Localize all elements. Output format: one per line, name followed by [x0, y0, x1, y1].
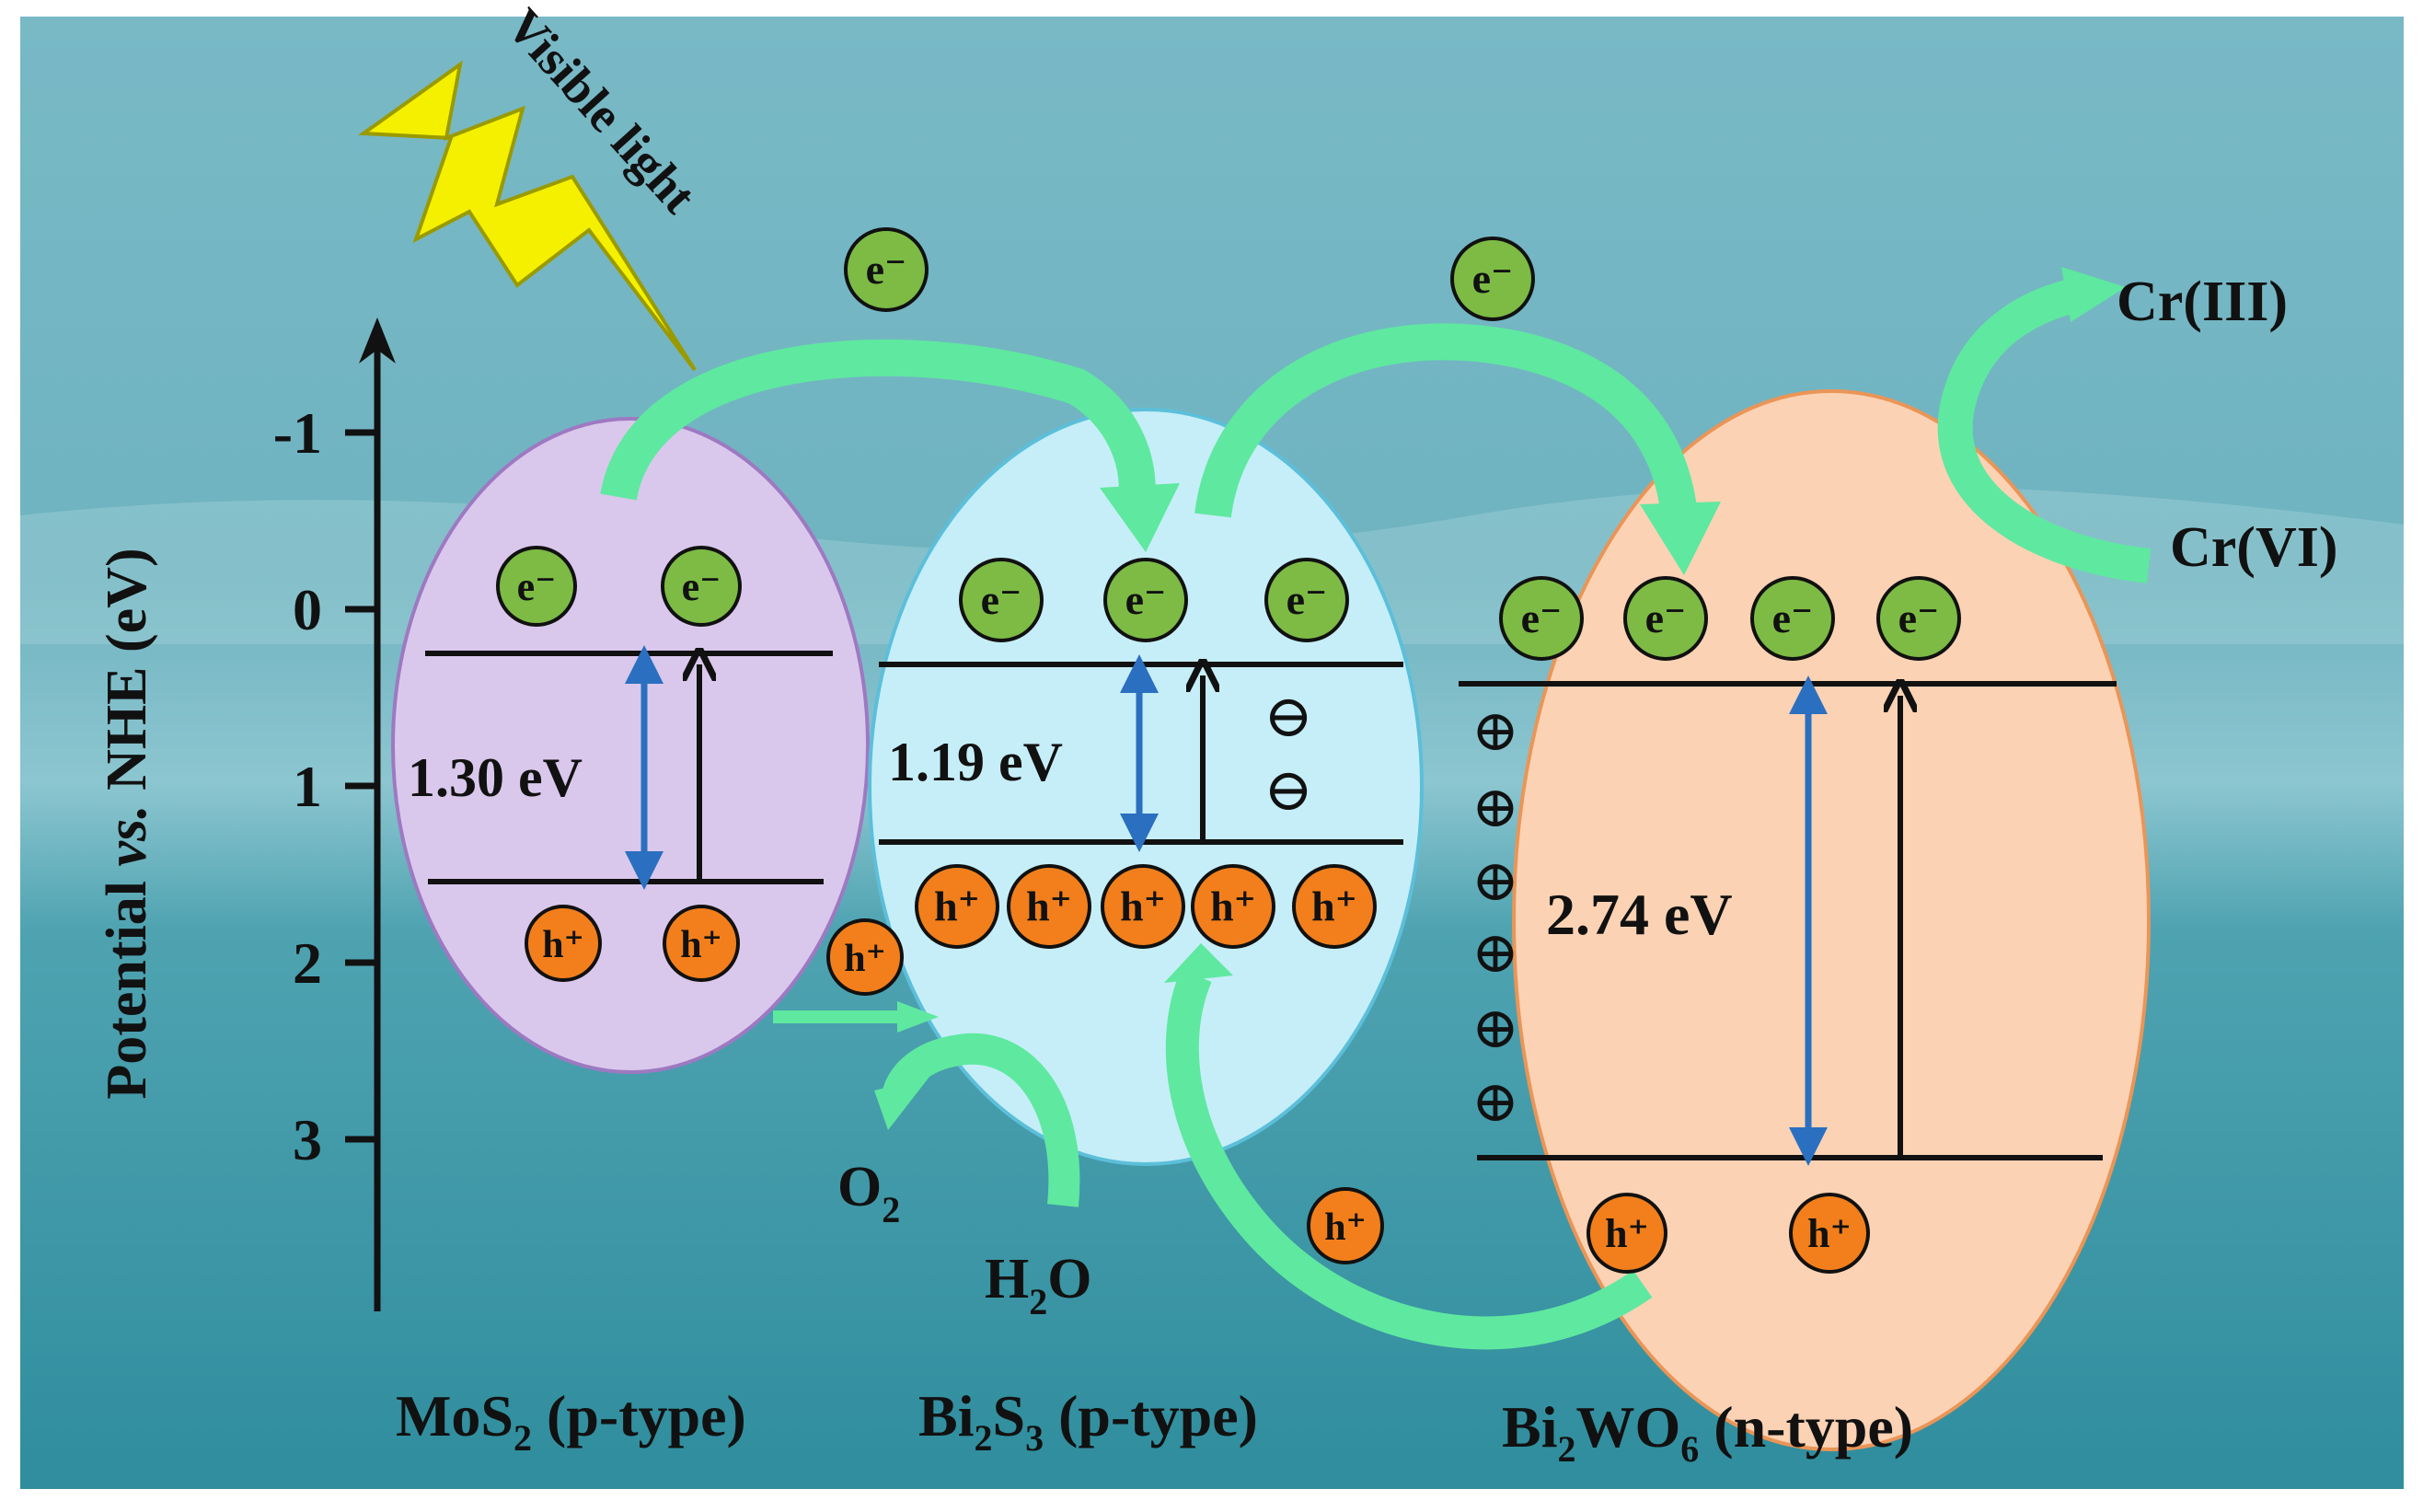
- h2o-label: H2O: [985, 1248, 1091, 1322]
- water-to-oxygen-arrow: [882, 1033, 1080, 1207]
- mos2-name: MoS2 (p-type): [396, 1383, 746, 1459]
- svg-text:e⁻: e⁻: [1772, 594, 1814, 641]
- semiconductor-labels: MoS2 (p-type) Bi2S3 (p-type) Bi2WO6 (n-t…: [396, 1383, 1913, 1470]
- bi2s3-bands: 1.19 eV ⊖ ⊖: [879, 654, 1403, 852]
- arrowhead: [1100, 483, 1180, 552]
- svg-text:e⁻: e⁻: [1286, 576, 1328, 623]
- electron-icon: e⁻: [661, 546, 742, 627]
- carriers: e⁻ e⁻ h⁺ h⁺ h⁺ e⁻ e⁻ e⁻ h⁺ h⁺ h⁺ h⁺ h⁺ e⁻ e⁻ e⁻ e⁻ e⁻ e⁻ h⁺…: [496, 227, 1961, 1274]
- svg-text:h⁺: h⁺: [1324, 1206, 1367, 1249]
- electron-icon: e⁻: [1750, 576, 1835, 661]
- hole-icon: h⁺: [663, 905, 740, 982]
- electron-icon: e⁻: [1103, 558, 1188, 642]
- cr6-label: Cr(VI): [2170, 516, 2338, 579]
- hole-icon: h⁺: [1191, 864, 1275, 949]
- plus-charge: ⊕: [1471, 922, 1519, 985]
- electron-icon: e⁻: [1499, 576, 1584, 661]
- arrowhead: [1164, 943, 1233, 983]
- hole-icon: h⁺: [1586, 1193, 1667, 1274]
- axis-tick-label: 1: [293, 754, 322, 819]
- axis-tick-label: 0: [293, 577, 322, 642]
- svg-text:e⁻: e⁻: [1521, 594, 1563, 641]
- plus-charge: ⊕: [1471, 850, 1519, 913]
- plus-charge: ⊕: [1471, 1071, 1519, 1134]
- bi2wo6-to-bi2s3-hole-arrow: [1165, 968, 1653, 1350]
- bi2s3-to-bi2wo6-electron-arrow: [1194, 323, 1698, 518]
- hole-icon: h⁺: [1307, 1187, 1384, 1264]
- plus-charge: ⊕: [1471, 998, 1519, 1060]
- svg-text:h⁺: h⁺: [680, 924, 722, 966]
- plus-charges: ⊕ ⊕ ⊕ ⊕ ⊕ ⊕: [1471, 700, 1519, 1134]
- svg-text:h⁺: h⁺: [1120, 883, 1166, 929]
- mos2-gap-label: 1.30 eV: [408, 747, 583, 808]
- mos2-bands: 1.30 eV: [408, 645, 833, 890]
- species-labels: Cr(III) Cr(VI) O2 H2O: [837, 271, 2338, 1322]
- cr3-label: Cr(III): [2117, 271, 2288, 333]
- bi2wo6-name: Bi2WO6 (n-type): [1502, 1394, 1913, 1470]
- mos2-ellipse: [391, 417, 870, 1074]
- minus-charge-2: ⊖: [1263, 757, 1313, 823]
- charge-transfer-arrows: [600, 267, 2152, 1350]
- axis-tick-label: -1: [273, 400, 322, 466]
- svg-text:e⁻: e⁻: [1898, 594, 1940, 641]
- o2-label: O2: [837, 1156, 900, 1230]
- svg-text:e⁻: e⁻: [1645, 594, 1687, 641]
- svg-text:h⁺: h⁺: [934, 883, 980, 929]
- svg-text:e⁻: e⁻: [1472, 255, 1514, 302]
- electron-icon: e⁻: [959, 558, 1044, 642]
- bi2wo6-bands: 2.74 eV ⊕ ⊕ ⊕ ⊕ ⊕ ⊕: [1459, 675, 2117, 1166]
- plus-charge: ⊕: [1471, 700, 1519, 763]
- hole-icon: h⁺: [525, 905, 602, 982]
- hole-icon: h⁺: [1292, 864, 1377, 949]
- svg-text:e⁻: e⁻: [517, 564, 557, 609]
- svg-text:h⁺: h⁺: [1605, 1211, 1649, 1256]
- svg-text:h⁺: h⁺: [1807, 1211, 1852, 1256]
- hole-icon: h⁺: [915, 864, 999, 949]
- svg-text:h⁺: h⁺: [1311, 883, 1357, 929]
- hole-icon: h⁺: [1101, 864, 1185, 949]
- mos2-to-bi2s3-electron-arrow: [600, 339, 1156, 504]
- svg-text:h⁺: h⁺: [1210, 883, 1256, 929]
- bi2wo6-gap-label: 2.74 eV: [1546, 882, 1733, 947]
- axis-title: Potential vs. NHE (eV): [96, 548, 158, 1099]
- electron-icon: e⁻: [1876, 576, 1961, 661]
- axis-tick-label: 2: [293, 930, 322, 996]
- arrowhead: [2061, 267, 2126, 322]
- arrowhead: [1640, 502, 1721, 575]
- axis-tick-label: 3: [293, 1107, 322, 1172]
- electron-icon: e⁻: [1450, 237, 1535, 321]
- electron-icon: e⁻: [1264, 558, 1349, 642]
- cr6-to-cr3-arrow: [1937, 277, 2152, 583]
- svg-text:e⁻: e⁻: [1125, 576, 1167, 623]
- hole-icon: h⁺: [826, 918, 904, 996]
- potential-axis: -1 0 1 2 3 Potential vs. NHE (eV): [96, 317, 396, 1311]
- svg-text:h⁺: h⁺: [1026, 883, 1072, 929]
- lightning-icon: [358, 60, 697, 372]
- arrowhead: [897, 1001, 939, 1033]
- hole-icon: h⁺: [1007, 864, 1091, 949]
- svg-text:h⁺: h⁺: [542, 924, 584, 966]
- svg-text:e⁻: e⁻: [682, 564, 721, 609]
- axis-arrowhead: [359, 317, 396, 364]
- electron-icon: e⁻: [844, 227, 929, 312]
- svg-text:e⁻: e⁻: [866, 246, 907, 293]
- arrowhead: [874, 1077, 929, 1130]
- hole-icon: h⁺: [1789, 1193, 1870, 1274]
- plus-charge: ⊕: [1471, 777, 1519, 839]
- bi2s3-gap-label: 1.19 eV: [888, 732, 1063, 792]
- minus-charge-1: ⊖: [1263, 684, 1313, 749]
- electron-icon: e⁻: [1623, 576, 1708, 661]
- svg-text:e⁻: e⁻: [981, 576, 1022, 623]
- electron-icon: e⁻: [496, 546, 577, 627]
- bi2s3-name: Bi2S3 (p-type): [918, 1383, 1258, 1459]
- svg-text:h⁺: h⁺: [844, 938, 886, 980]
